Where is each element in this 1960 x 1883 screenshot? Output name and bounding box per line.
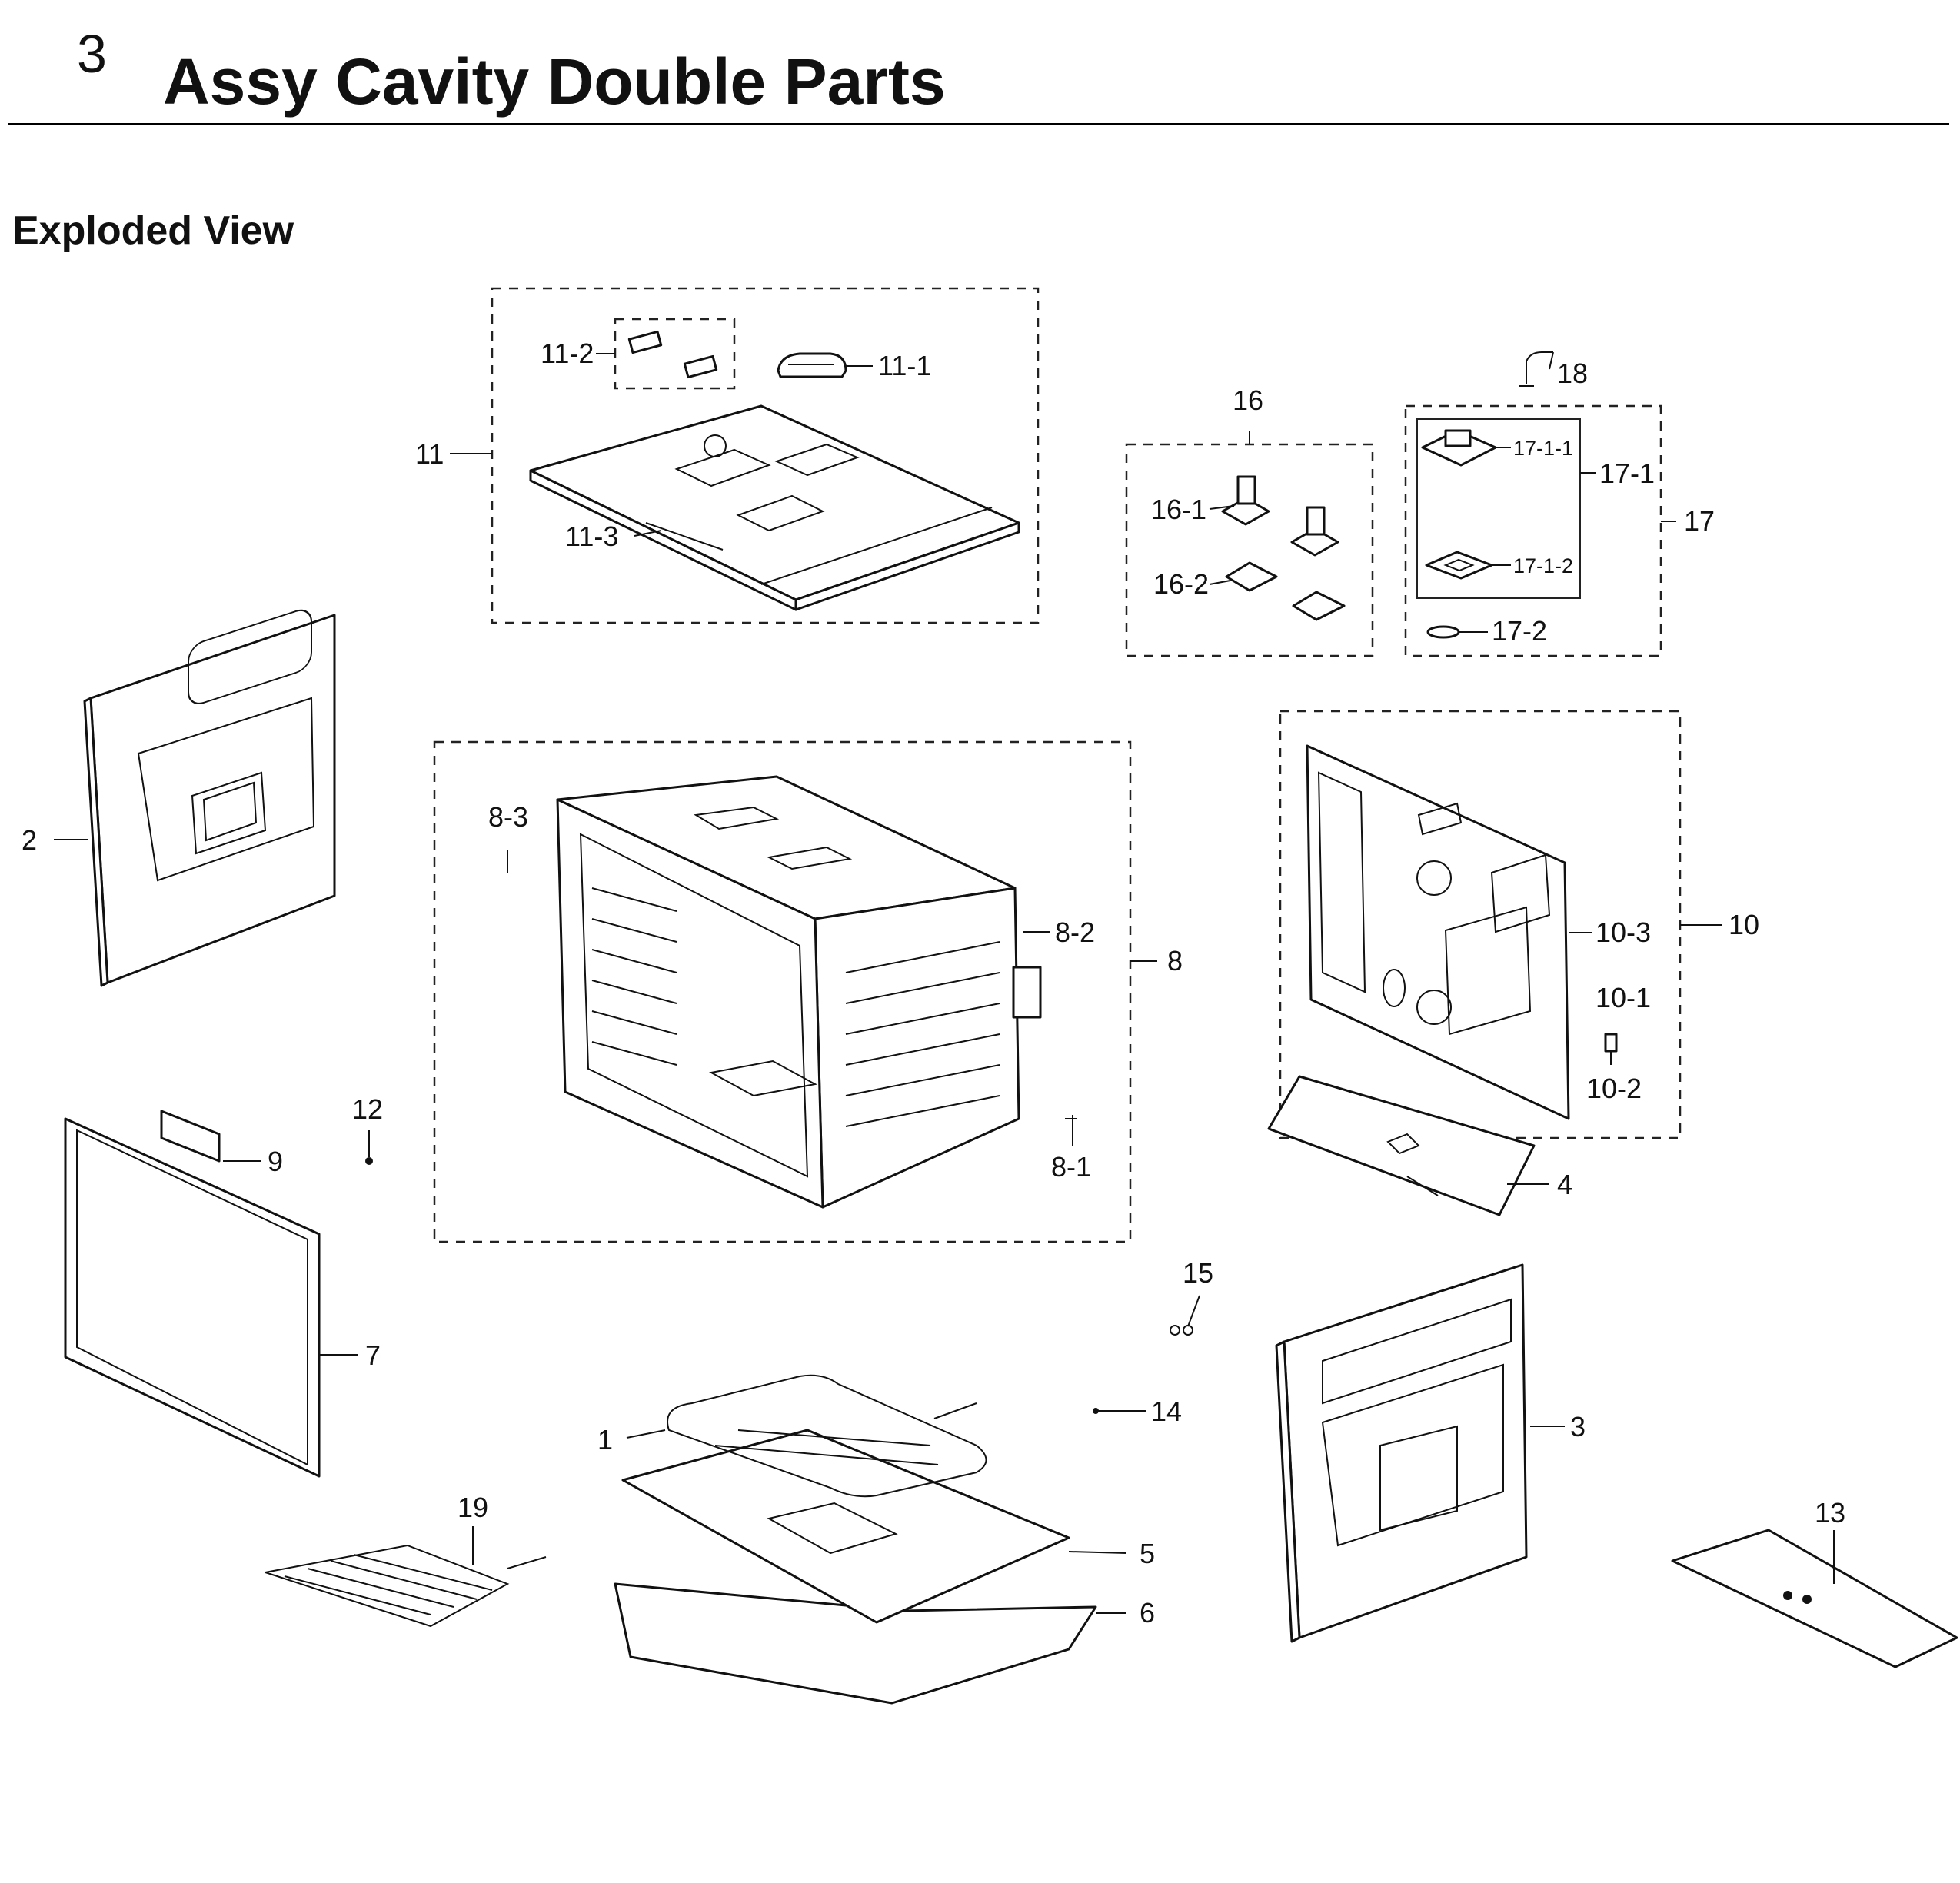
callout-8-2: 8-2 bbox=[1055, 917, 1095, 948]
callout-8: 8 bbox=[1167, 945, 1183, 976]
callout-8-3: 8-3 bbox=[488, 801, 528, 833]
part-8-1-bracket bbox=[1065, 1115, 1077, 1146]
callout-7: 7 bbox=[365, 1339, 381, 1371]
callout-12: 12 bbox=[352, 1093, 383, 1125]
section-subtitle: Exploded View bbox=[12, 208, 294, 253]
callout-11: 11 bbox=[415, 438, 444, 470]
callout-10: 10 bbox=[1729, 909, 1759, 940]
part-12-screw bbox=[365, 1157, 373, 1165]
callout-18: 18 bbox=[1557, 358, 1588, 389]
leader-lines bbox=[54, 351, 1835, 1614]
part-1-bake-element bbox=[667, 1374, 987, 1498]
callout-3: 3 bbox=[1570, 1411, 1586, 1442]
callout-11-3: 11-3 bbox=[565, 521, 618, 552]
callout-16-2: 16-2 bbox=[1153, 568, 1209, 600]
callout-4: 4 bbox=[1557, 1169, 1572, 1200]
callout-10-3: 10-3 bbox=[1596, 917, 1651, 948]
title-rule bbox=[8, 123, 1949, 125]
callout-14: 14 bbox=[1151, 1396, 1182, 1427]
part-8-cavity bbox=[556, 775, 1042, 1209]
callout-13: 13 bbox=[1815, 1497, 1845, 1529]
callout-8-1: 8-1 bbox=[1051, 1151, 1091, 1183]
part-11-2-clips bbox=[627, 330, 718, 379]
part-11-3-top-panel bbox=[529, 404, 1020, 611]
part-10-3-back-panel bbox=[1306, 744, 1570, 1120]
part-16-1-sensors bbox=[1221, 475, 1339, 557]
callout-11-2: 11-2 bbox=[541, 338, 594, 369]
part-17-2 bbox=[1426, 625, 1460, 639]
callout-15: 15 bbox=[1183, 1257, 1213, 1289]
part-9-bracket bbox=[160, 1110, 221, 1163]
callout-16: 16 bbox=[1233, 384, 1263, 416]
part-19-broil-element bbox=[265, 1544, 547, 1628]
part-2-left-side-panel bbox=[83, 609, 336, 987]
callout-10-2: 10-2 bbox=[1586, 1073, 1642, 1104]
group-17-1-box bbox=[1416, 418, 1581, 599]
part-10-1-switch bbox=[1604, 1033, 1618, 1065]
part-14-screw bbox=[1093, 1408, 1099, 1414]
callout-5: 5 bbox=[1140, 1538, 1155, 1569]
callout-11-1: 11-1 bbox=[878, 350, 931, 381]
part-17-1-2 bbox=[1425, 551, 1493, 580]
callout-17-1: 17-1 bbox=[1599, 457, 1655, 489]
part-7-door-gasket bbox=[64, 1117, 321, 1478]
page-title: Assy Cavity Double Parts bbox=[163, 45, 946, 118]
part-4-bottom-rear-plate bbox=[1267, 1075, 1536, 1216]
part-17-1-1 bbox=[1421, 429, 1497, 467]
part-5-heater-cover bbox=[621, 1429, 1070, 1624]
group-17-box bbox=[1404, 404, 1662, 657]
callout-6: 6 bbox=[1140, 1597, 1155, 1628]
callout-17-2: 17-2 bbox=[1492, 615, 1547, 647]
part-15-clip bbox=[1170, 1325, 1193, 1336]
callout-2: 2 bbox=[22, 824, 37, 856]
part-16-2-bases bbox=[1225, 561, 1346, 621]
group-11-box bbox=[491, 287, 1040, 624]
section-number: 3 bbox=[77, 24, 107, 84]
group-8-box bbox=[433, 740, 1132, 1243]
callout-17-1-1: 17-1-1 bbox=[1513, 437, 1573, 460]
callout-17-1-2: 17-1-2 bbox=[1513, 554, 1573, 577]
callout-9: 9 bbox=[268, 1146, 283, 1177]
part-11-1-cover bbox=[777, 352, 847, 378]
callout-10-1: 10-1 bbox=[1596, 982, 1651, 1013]
part-3-right-side-panel bbox=[1275, 1263, 1528, 1643]
callout-16-1: 16-1 bbox=[1151, 494, 1206, 525]
part-13-plate bbox=[1671, 1529, 1958, 1668]
callout-1: 1 bbox=[597, 1424, 613, 1455]
part-18 bbox=[1519, 351, 1553, 387]
callout-19: 19 bbox=[458, 1492, 488, 1523]
callout-17: 17 bbox=[1684, 505, 1715, 537]
